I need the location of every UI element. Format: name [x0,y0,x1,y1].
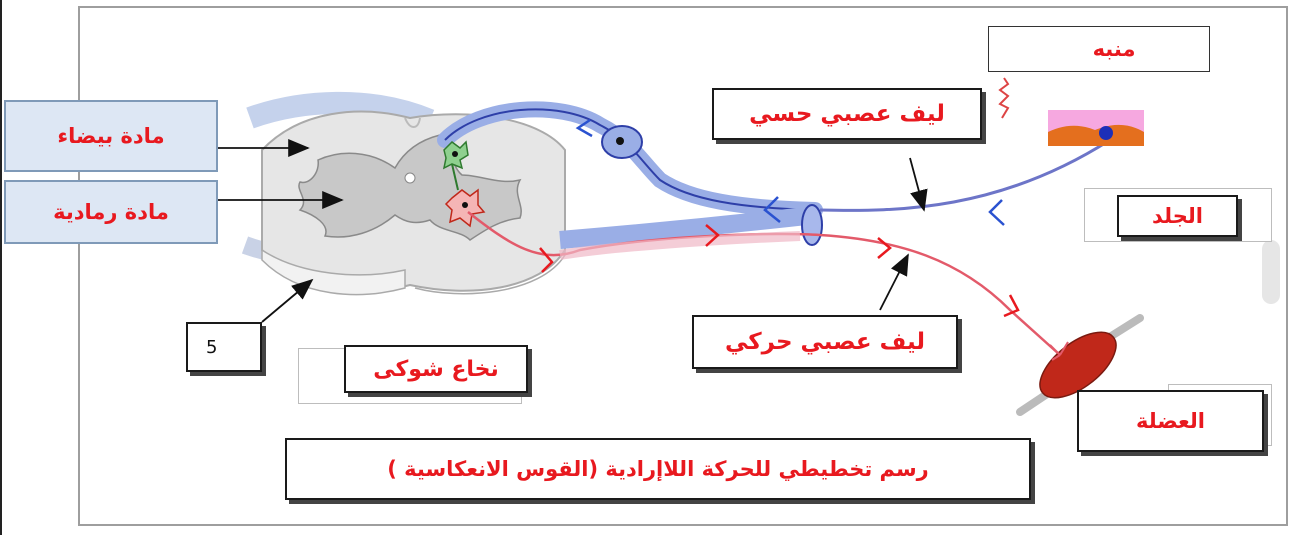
diagram-caption: رسم تخطيطي للحركة اللاإرادية (القوس الان… [285,438,1031,500]
skin-label: الجلد [1117,195,1238,237]
skin-receptor [1000,78,1144,146]
spinal-cord-label: نخاع شوكى [344,345,528,393]
gray-matter-label: مادة رمادية [4,180,218,244]
muscle-label: العضلة [1077,390,1264,452]
number-5-box: 5 [186,322,262,372]
spinal-cord [262,112,565,295]
scrollbar-hint [1262,240,1280,304]
stimulus-label: منبه [1048,26,1180,72]
motor-fiber-label: ليف عصبي حركي [692,315,958,369]
sensory-fiber-label: ليف عصبي حسي [712,88,982,140]
white-matter-label: مادة بيضاء [4,100,218,172]
